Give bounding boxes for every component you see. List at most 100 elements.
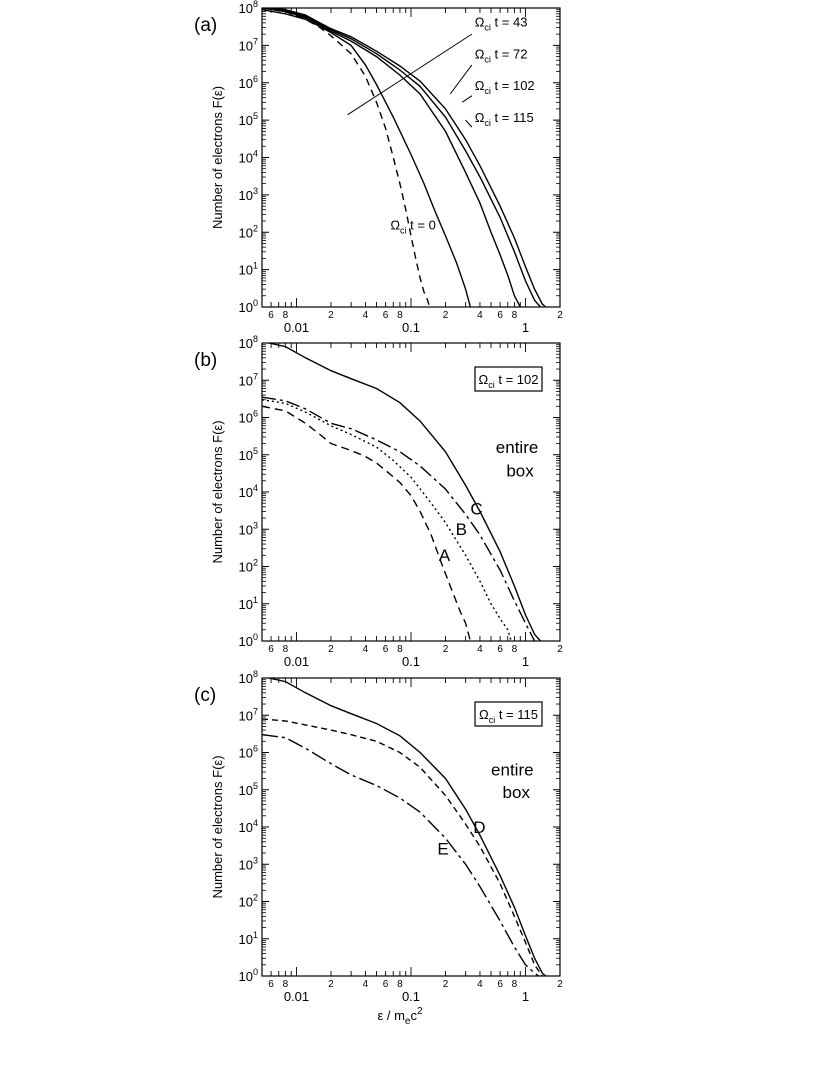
y-tick-exp: 6 xyxy=(253,74,258,84)
y-tick-exp: 2 xyxy=(253,893,258,903)
x-minor-tick-label: 2 xyxy=(443,310,449,321)
y-tick-base: 10 xyxy=(239,857,253,872)
y-tick-label: 103 xyxy=(239,855,258,872)
x-axis-label-sup: 2 xyxy=(417,1006,423,1017)
curve-label-main: E xyxy=(437,840,448,859)
x-minor-tick-label: 2 xyxy=(328,644,334,655)
x-major-tick-label: 0.1 xyxy=(402,989,420,1004)
y-tick-label: 105 xyxy=(239,111,258,128)
curve-label-sub: ci xyxy=(484,22,491,32)
y-tick-base: 10 xyxy=(239,969,253,984)
curve-label: entire xyxy=(496,438,539,457)
curve-label-main: Ω xyxy=(475,110,485,125)
y-tick-label: 108 xyxy=(239,669,258,686)
panel-1: (b)Number of electrons F(ε)1001011021031… xyxy=(194,334,563,669)
y-tick-exp: 6 xyxy=(253,409,258,419)
curve-label-tail: t = 102 xyxy=(491,78,535,93)
y-tick-base: 10 xyxy=(239,820,253,835)
y-tick-exp: 3 xyxy=(253,520,258,530)
x-minor-tick-label: 6 xyxy=(497,310,503,321)
y-tick-base: 10 xyxy=(239,300,253,315)
series-line xyxy=(262,718,543,976)
x-axis-label: ε / mec2 xyxy=(377,1006,423,1027)
curve-label: Ωci t = 72 xyxy=(475,46,528,64)
curve-label: entire xyxy=(491,761,534,780)
curve-label-main: box xyxy=(506,462,534,481)
y-tick-exp: 7 xyxy=(253,706,258,716)
y-tick-base: 10 xyxy=(239,932,253,947)
y-tick-exp: 8 xyxy=(253,0,258,9)
curve-label: E xyxy=(437,840,448,859)
x-minor-tick-label: 6 xyxy=(497,644,503,655)
x-major-tick-label: 1 xyxy=(522,654,529,669)
curve-label-tail: t = 115 xyxy=(491,110,534,125)
panel-2: (c)Number of electrons F(ε)1001011021031… xyxy=(194,669,563,1004)
y-tick-base: 10 xyxy=(239,597,253,612)
y-tick-base: 10 xyxy=(239,225,253,240)
y-tick-base: 10 xyxy=(239,76,253,91)
y-tick-base: 10 xyxy=(239,151,253,166)
y-tick-base: 10 xyxy=(239,1,253,16)
y-tick-exp: 7 xyxy=(253,36,258,46)
y-tick-base: 10 xyxy=(239,746,253,761)
y-tick-exp: 1 xyxy=(253,261,258,271)
legend-box xyxy=(474,366,543,392)
y-tick-label: 100 xyxy=(239,298,258,315)
x-minor-tick-label: 4 xyxy=(477,310,483,321)
y-tick-exp: 5 xyxy=(253,111,258,121)
x-minor-tick-label: 2 xyxy=(443,979,449,990)
y-tick-base: 10 xyxy=(239,373,253,388)
curve-label: D xyxy=(473,818,485,837)
x-minor-tick-label: 8 xyxy=(283,310,289,321)
x-minor-tick-label: 8 xyxy=(512,644,518,655)
leader-line xyxy=(347,33,473,116)
y-tick-label: 101 xyxy=(239,261,258,278)
y-tick-exp: 1 xyxy=(253,930,258,940)
y-tick-exp: 8 xyxy=(253,669,258,679)
y-tick-base: 10 xyxy=(239,560,253,575)
curve-label-main: A xyxy=(439,546,451,565)
legend-text-sub: ci xyxy=(488,380,495,390)
y-tick-base: 10 xyxy=(239,411,253,426)
y-tick-base: 10 xyxy=(239,671,253,686)
x-major-tick-label: 0.01 xyxy=(284,320,309,335)
curve-label-tail: t = 43 xyxy=(491,14,527,29)
curve-label-tail: t = 72 xyxy=(491,46,527,61)
curve-label-main: B xyxy=(456,520,467,539)
y-axis-label: Number of electrons F(ε) xyxy=(210,420,225,563)
legend-text-main: Ω xyxy=(479,707,489,722)
series-line xyxy=(265,343,542,641)
curve-label: C xyxy=(470,499,482,518)
curve-label: B xyxy=(456,520,467,539)
y-tick-label: 107 xyxy=(239,36,258,53)
x-minor-tick-label: 2 xyxy=(557,310,563,321)
y-tick-exp: 3 xyxy=(253,855,258,865)
curve-label-main: Ω xyxy=(475,46,485,61)
legend-text-main: Ω xyxy=(479,372,489,387)
x-minor-tick-label: 6 xyxy=(497,979,503,990)
legend-box xyxy=(474,701,543,727)
curve-label-main: entire xyxy=(496,438,539,457)
y-tick-exp: 7 xyxy=(253,371,258,381)
panel-0: (a)Number of electrons F(ε)1001011021031… xyxy=(194,0,563,335)
curve-label-tail: t = 0 xyxy=(407,217,436,232)
x-axis-label-sub: e xyxy=(405,1016,411,1027)
y-axis-label: Number of electrons F(ε) xyxy=(210,86,225,229)
x-axis-label-main: ε / m xyxy=(377,1008,404,1023)
curve-label: Ωci t = 102 xyxy=(475,78,535,96)
series-line xyxy=(262,9,472,307)
y-tick-exp: 2 xyxy=(253,223,258,233)
curve-label: A xyxy=(439,546,451,565)
y-tick-exp: 4 xyxy=(253,483,258,493)
y-tick-label: 104 xyxy=(239,483,258,500)
curve-label: Ωci t = 0 xyxy=(390,217,436,235)
curve-label-main: C xyxy=(470,499,482,518)
curve-label: box xyxy=(503,783,531,802)
y-tick-label: 101 xyxy=(239,595,258,612)
x-minor-tick-label: 4 xyxy=(363,310,369,321)
series-line xyxy=(262,734,540,976)
x-minor-tick-label: 4 xyxy=(477,644,483,655)
x-minor-tick-label: 8 xyxy=(512,979,518,990)
series-line xyxy=(266,8,542,307)
legend-text: Ωci t = 115 xyxy=(479,707,538,725)
